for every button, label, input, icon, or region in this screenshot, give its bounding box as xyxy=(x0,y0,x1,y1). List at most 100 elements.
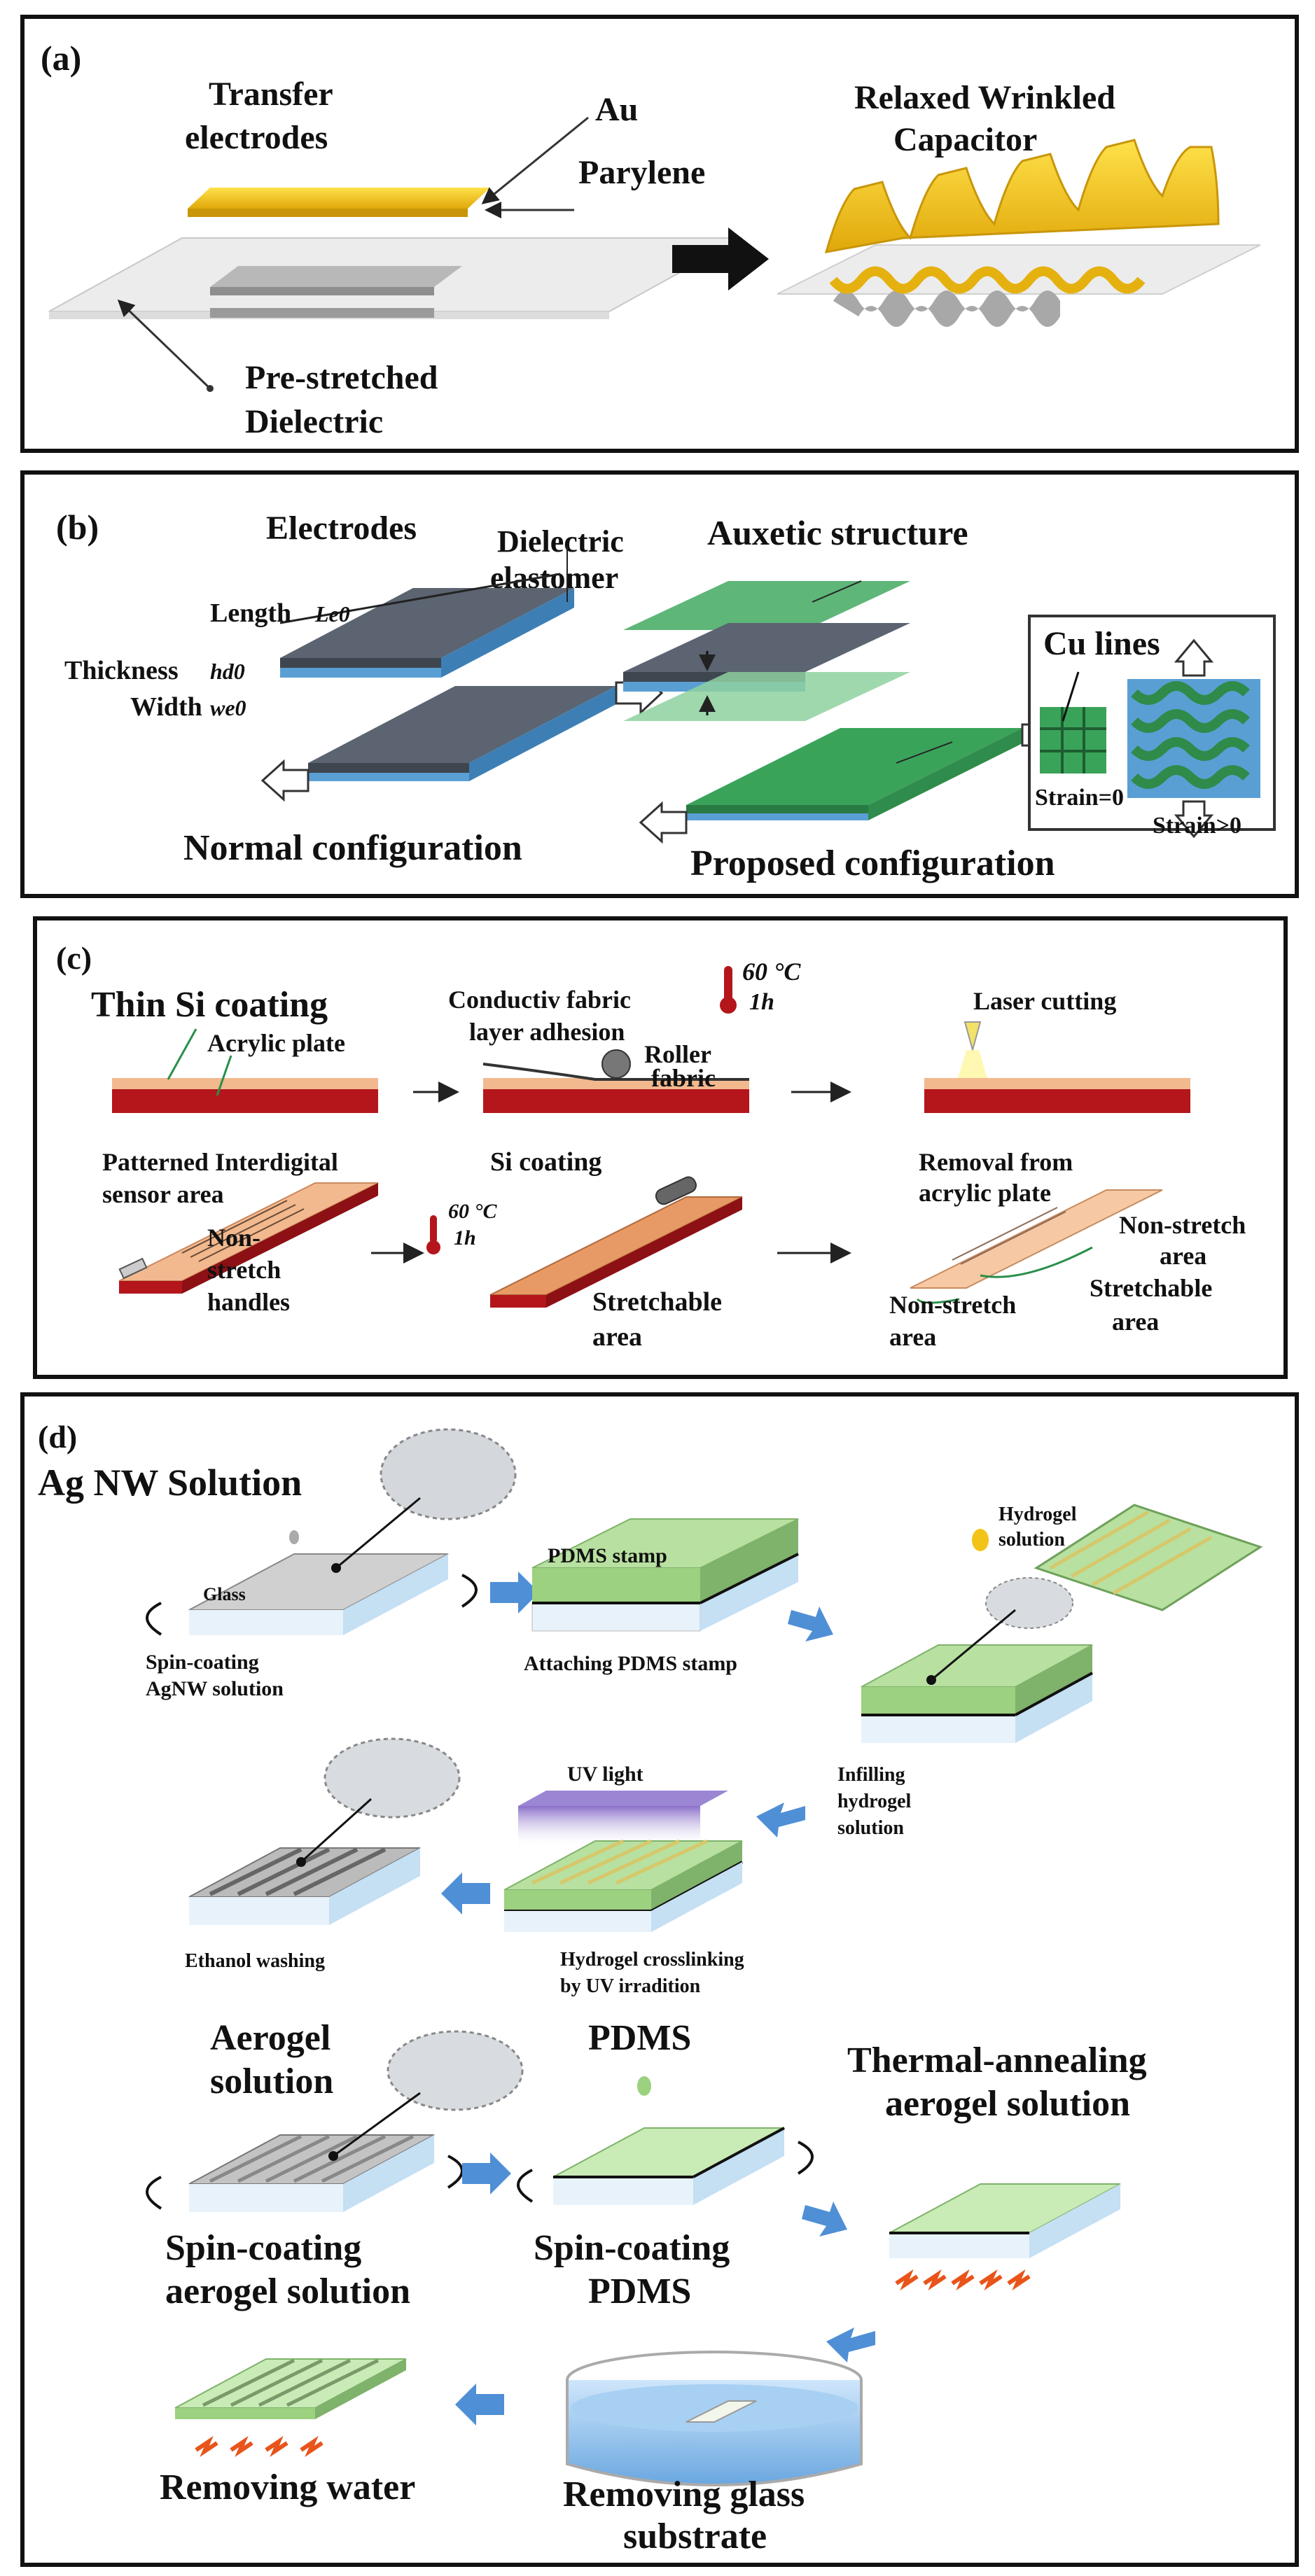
nonstretch-handles-3: handles xyxy=(207,1288,290,1316)
panel-c-label: (c) xyxy=(56,940,92,976)
spin-arrow-2b xyxy=(447,2155,464,2189)
dielectric-pointer xyxy=(117,299,211,390)
infill-label-3: solution xyxy=(837,1817,904,1839)
stretch-right-label-2: area xyxy=(1112,1308,1159,1336)
prestretched-label-2: Dielectric xyxy=(245,403,383,440)
top-gold-electrode-edge xyxy=(188,209,468,217)
hydrogel-solution-label-1: Hydrogel xyxy=(999,1504,1077,1525)
d-arrow-6 xyxy=(802,2202,847,2236)
thermometer-1 xyxy=(720,966,737,1014)
thermometer-2 xyxy=(426,1215,440,1254)
hydrogel-solution-label-2: solution xyxy=(999,1529,1065,1550)
crosslink-label-2: by UV irradition xyxy=(560,1975,701,1997)
beaker xyxy=(566,2351,863,2486)
panel-b: (b) Electrodes Dielectric elastomer Auxe… xyxy=(20,470,1299,898)
length-label: Length xyxy=(210,598,291,628)
temp-label-2: 60 °C xyxy=(448,1200,497,1223)
dielectric-label-1: Dielectric xyxy=(497,524,624,559)
auxetic-stack xyxy=(623,580,910,721)
relaxed-label-1: Relaxed Wrinkled xyxy=(854,79,1115,116)
thickness-sym: hd0 xyxy=(210,659,245,684)
removing-glass-label-2: substrate xyxy=(623,2516,767,2556)
panel-c: (c) Thin Si coating Acrylic plate Conduc… xyxy=(33,916,1288,1379)
si-coating-label: Si coating xyxy=(490,1147,601,1177)
step6-strip xyxy=(910,1189,1163,1304)
glass-label: Glass xyxy=(203,1584,246,1604)
spin-agnw-label-1: Spin-coating xyxy=(146,1651,259,1674)
d-arrow-5 xyxy=(462,2152,511,2194)
d8-sample xyxy=(889,2183,1121,2291)
d6-sample xyxy=(188,2092,435,2212)
removal-label-2: acrylic plate xyxy=(919,1179,1051,1207)
ns-left-label-1: Non-stretch xyxy=(889,1291,1016,1319)
pdms-droplet xyxy=(637,2076,651,2096)
length-sym: Le0 xyxy=(314,601,350,626)
spin-agnw-label-2: AgNW solution xyxy=(146,1677,284,1700)
roller-label: Roller xyxy=(644,1040,711,1068)
time-label-1: 1h xyxy=(749,989,774,1015)
panel-d-label: (d) xyxy=(38,1419,77,1455)
spin-arrow-1b xyxy=(461,1574,478,1608)
strain-zero-label: Strain=0 xyxy=(1035,785,1124,811)
strain-positive-label: Strain>0 xyxy=(1153,813,1241,839)
width-label: Width xyxy=(130,692,202,722)
step5-strip xyxy=(489,1176,743,1308)
fabric-label: fabric xyxy=(651,1064,716,1092)
panel-c-frame xyxy=(33,916,1288,1379)
removing-glass-label-1: Removing glass xyxy=(563,2474,805,2514)
attach-label: Attaching PDMS stamp xyxy=(524,1652,737,1675)
aerogel-zoom-bubble xyxy=(387,2030,524,2111)
spin-arrow-1a xyxy=(146,1602,162,1636)
transfer-label-1: Transfer xyxy=(209,76,333,113)
ns-left-label-2: area xyxy=(889,1323,936,1351)
proposed-config-label: Proposed configuration xyxy=(690,844,1055,883)
pdms-stamp-label: PDMS stamp xyxy=(548,1544,667,1567)
auxetic-label: Auxetic structure xyxy=(707,513,968,552)
spin-aero-label-2: aerogel solution xyxy=(165,2272,410,2311)
electrodes-label: Electrodes xyxy=(266,510,417,547)
step4-strip xyxy=(118,1182,379,1294)
patterned-label-2: sensor area xyxy=(102,1180,224,1208)
au-pointer xyxy=(481,116,589,204)
d1-glass xyxy=(188,1497,449,1635)
panel-b-frame xyxy=(20,470,1299,898)
d-arrow-1 xyxy=(490,1572,539,1614)
d5-sample xyxy=(188,1798,421,1925)
panel-d-frame xyxy=(20,1392,1299,2567)
normal-stack-top xyxy=(280,588,574,678)
aerogel-label-2: solution xyxy=(210,2062,333,2101)
d3-base xyxy=(861,1609,1093,1743)
cu-lines-label: Cu lines xyxy=(1043,625,1160,662)
parylene-label: Parylene xyxy=(578,154,705,191)
transfer-label-2: electrodes xyxy=(185,119,328,156)
top-gold-electrode xyxy=(188,188,490,209)
ethanol-label: Ethanol washing xyxy=(185,1950,325,1972)
panel-d: (d) Ag NW Solution Glass Spin-coating Ag… xyxy=(20,1392,1299,2567)
d4-uv-lamp xyxy=(518,1791,728,1848)
ns-right-label-1: Non-stretch xyxy=(1119,1211,1246,1239)
pdms-label: PDMS xyxy=(588,2018,691,2058)
agnw-label: Ag NW Solution xyxy=(38,1462,302,1504)
hydrogel-droplet xyxy=(972,1529,989,1551)
uv-label: UV light xyxy=(567,1763,643,1786)
d9-sample xyxy=(174,2358,407,2458)
proposed-stack xyxy=(639,713,1070,844)
thin-si-label: Thin Si coating xyxy=(91,985,328,1025)
spin-arrow-3a xyxy=(517,2169,534,2203)
cu-auxetic-strained xyxy=(1127,638,1260,839)
thermal-label-2: aerogel solution xyxy=(885,2084,1130,2124)
spin-pdms-label-2: PDMS xyxy=(588,2272,691,2311)
agnw-zoom-bubble xyxy=(380,1428,517,1520)
spin-arrow-2a xyxy=(146,2176,162,2210)
acrylic-label: Acrylic plate xyxy=(207,1029,345,1057)
bottom-electrode xyxy=(210,266,462,287)
step3-plate xyxy=(924,1021,1190,1113)
d-arrow-2 xyxy=(788,1606,833,1642)
crosslink-label-1: Hydrogel crosslinking xyxy=(560,1949,744,1970)
conductiv-label-2: layer adhesion xyxy=(469,1018,625,1046)
stretchable-label-1: Stretchable xyxy=(592,1287,722,1317)
d7-sample xyxy=(552,2127,785,2205)
aerogel-label-1: Aerogel xyxy=(210,2018,331,2058)
d2-stamp xyxy=(531,1518,799,1632)
